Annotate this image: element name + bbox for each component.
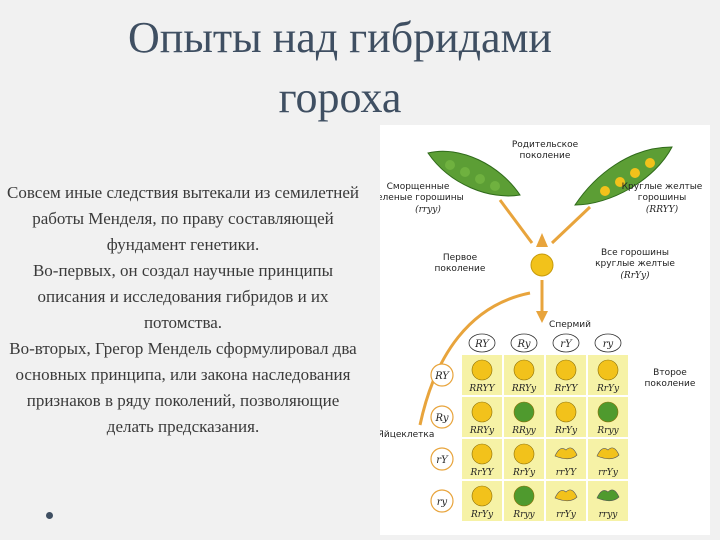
round-yellow-pea-icon xyxy=(513,443,535,465)
genotype-label: RrYy xyxy=(596,384,620,394)
slide-body: Совсем иные следствия вытекали из семиле… xyxy=(4,180,362,440)
egg-gamete-3 xyxy=(430,489,454,513)
paragraph-2: Во-первых, он создал научные принципы оп… xyxy=(32,261,334,332)
right-parent-line-2: горошины xyxy=(638,193,687,203)
sperm-gamete-2 xyxy=(552,333,580,353)
arrow-curve-left xyxy=(418,291,531,426)
round-yellow-pea-icon xyxy=(597,359,619,381)
parent-gen-line-2: поколение xyxy=(520,151,571,161)
parent-gen-line-1: Родительское xyxy=(512,140,579,150)
egg-gamete-2 xyxy=(430,447,454,471)
title-line-1: Опыты над гибридами xyxy=(128,13,552,62)
sperm-gamete-label-1: Ry xyxy=(516,339,530,350)
arrow-head-icon xyxy=(536,233,548,247)
f1-pea-icon xyxy=(530,253,554,277)
genotype-label: RRyy xyxy=(511,426,536,436)
paragraph-1: Совсем иные следствия вытекали из семиле… xyxy=(6,183,360,254)
egg-label: Яйцеклетка xyxy=(380,430,434,440)
first-gen-line-2: поколение xyxy=(435,264,486,274)
arrow-right-parent xyxy=(550,205,592,245)
round-yellow-pea-icon xyxy=(471,401,493,423)
round-green-pea-icon xyxy=(513,485,535,507)
round-yellow-pea-icon xyxy=(471,359,493,381)
left-pod-icon xyxy=(427,150,521,197)
wrinkled-yellow-pea-icon xyxy=(596,447,620,460)
second-gen-line-2: поколение xyxy=(645,379,696,389)
round-yellow-pea-icon xyxy=(555,359,577,381)
genotype-label: RrYy xyxy=(554,426,578,436)
right-parent-line-1: Круглые желтые xyxy=(622,182,703,192)
paragraph-3: Во-вторых, Грегор Мендель сформулировал … xyxy=(9,339,357,436)
round-yellow-pea-icon xyxy=(555,401,577,423)
genotype-label: rrYY xyxy=(556,468,578,478)
sperm-gamete-0 xyxy=(468,333,496,353)
egg-gamete-0 xyxy=(430,363,454,387)
slide-title: Опыты над гибридами гороха xyxy=(40,8,640,128)
sperm-gamete-3 xyxy=(594,333,622,353)
sperm-gamete-label-2: rY xyxy=(560,339,573,350)
wrinkled-green-pea-icon xyxy=(596,489,620,502)
wrinkled-yellow-pea-icon xyxy=(554,489,578,502)
genotype-label: RRYy xyxy=(469,426,495,436)
sperm-gamete-label-3: ry xyxy=(603,339,614,350)
round-green-pea-icon xyxy=(513,401,535,423)
genotype-label: RRYY xyxy=(468,384,495,394)
arrow-left-parent xyxy=(498,199,534,244)
right-pod-icon xyxy=(574,146,673,206)
genotype-label: rryy xyxy=(599,510,619,520)
arrow-down-head-icon xyxy=(536,311,548,323)
genotype-label: RRYy xyxy=(511,384,537,394)
wrinkled-yellow-pea-icon xyxy=(554,447,578,460)
sperm-label: Спермий xyxy=(549,320,591,330)
sperm-gamete-1 xyxy=(510,333,538,353)
genotype-label: rrYy xyxy=(556,510,577,520)
bullet-marker xyxy=(46,512,53,519)
egg-gamete-label-1: Ry xyxy=(434,413,448,424)
f1-desc-line-3: (RrYy) xyxy=(620,270,650,281)
right-parent-line-3: (RRYY) xyxy=(646,204,679,215)
round-green-pea-icon xyxy=(597,401,619,423)
left-parent-line-3: (rryy) xyxy=(415,204,441,215)
genotype-label: RrYy xyxy=(512,468,536,478)
mendel-figure: Родительское поколение Сморщенные зелены… xyxy=(372,125,710,535)
f1-desc-line-2: круглые желтые xyxy=(595,259,675,269)
round-yellow-pea-icon xyxy=(471,485,493,507)
genotype-label: RrYY xyxy=(554,384,579,394)
figure-svg: Родительское поколение Сморщенные зелены… xyxy=(372,140,703,521)
first-gen-line-1: Первое xyxy=(443,253,478,263)
genotype-label: Rryy xyxy=(512,510,535,520)
f1-desc-line-1: Все горошины xyxy=(601,248,669,258)
egg-gamete-1 xyxy=(430,405,454,429)
egg-gamete-label-2: rY xyxy=(436,455,449,466)
left-parent-line-2: зеленые горошины xyxy=(380,193,464,203)
genotype-label: Rryy xyxy=(596,426,619,436)
egg-gametes: RY Ry rY ry xyxy=(430,363,454,513)
genotype-label: rrYy xyxy=(598,468,619,478)
sperm-gametes: RY Ry rY ry xyxy=(468,333,622,353)
round-yellow-pea-icon xyxy=(471,443,493,465)
genotype-label: RrYY xyxy=(470,468,495,478)
egg-gamete-label-3: ry xyxy=(437,497,448,508)
left-parent-line-1: Сморщенные xyxy=(387,182,450,192)
title-line-2: гороха xyxy=(278,73,402,122)
egg-gamete-label-0: RY xyxy=(434,371,450,382)
sperm-gamete-label-0: RY xyxy=(474,339,490,350)
genotype-label: RrYy xyxy=(470,510,494,520)
second-gen-line-1: Второе xyxy=(653,368,687,378)
round-yellow-pea-icon xyxy=(513,359,535,381)
